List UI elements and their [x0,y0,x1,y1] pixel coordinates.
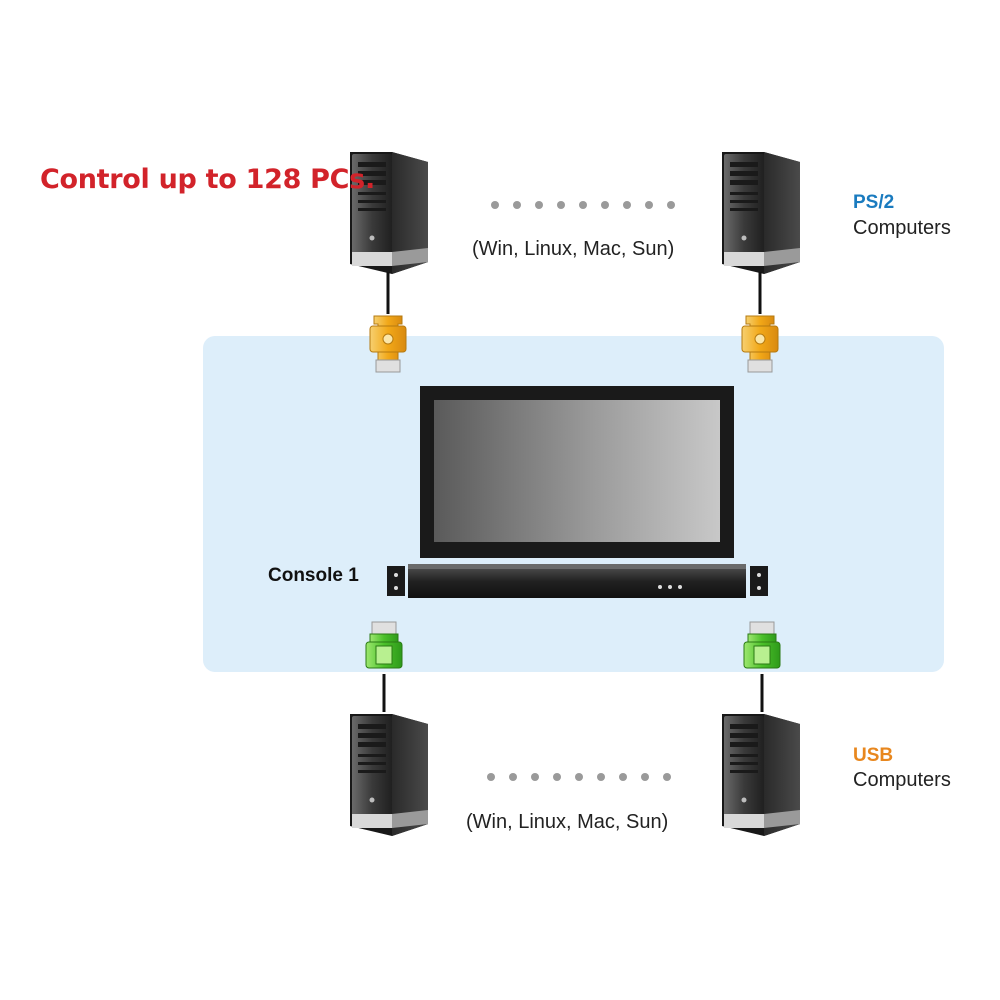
tower-pc-icon [350,714,428,836]
kvm-switch-icon [387,564,768,598]
tower-pc-icon [722,714,800,836]
bottom-os-list: (Win, Linux, Mac, Sun) [466,811,669,833]
tower-pc-icon [722,152,800,274]
ellipsis-dots [491,201,675,209]
ps2-legend-subtitle: Computers [853,217,951,239]
headline: Control up to 128 PCs. [40,164,375,195]
usb-legend-title: USB [853,745,894,766]
console-label: Console 1 [268,565,359,586]
usb-connector-icon [364,620,404,714]
top-os-list: (Win, Linux, Mac, Sun) [472,238,675,260]
ps2-legend-title: PS/2 [853,192,895,213]
usb-legend-subtitle: Computers [853,769,951,791]
usb-connector-icon [742,620,782,714]
monitor-icon [420,386,734,558]
ellipsis-dots [487,773,671,781]
